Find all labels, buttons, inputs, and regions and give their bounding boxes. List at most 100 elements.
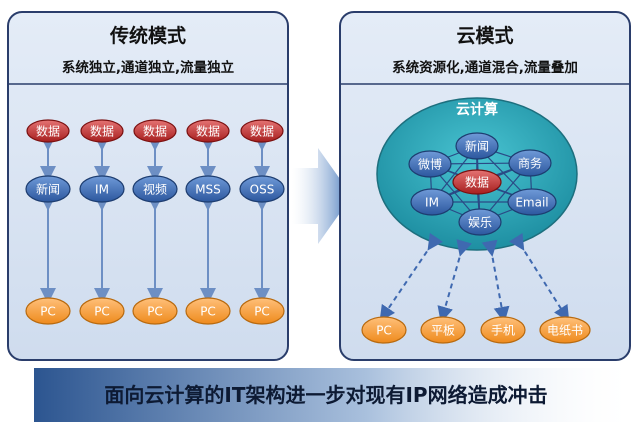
data-node-shape [240, 119, 284, 143]
cloud-terminal-node-label: 平板 [431, 323, 455, 337]
terminal-node-label: PC [254, 304, 270, 318]
cloud-terminal-node-label: 手机 [491, 323, 515, 337]
cloud-data-node-label: 数据 [465, 174, 489, 189]
cloud-service-node-shape [410, 188, 454, 216]
traditional-title: 传统模式 [109, 24, 186, 47]
service-node: 视频 [132, 175, 178, 203]
service-node-shape [185, 175, 231, 203]
data-node: 数据 [240, 119, 284, 143]
cloud-terminals: PC 平板 手机 电纸书 [361, 316, 591, 344]
cloud-service-node-shape [458, 208, 502, 236]
cloud-service-node: 商务 [508, 149, 552, 177]
cloud-data-node: 数据 [452, 169, 502, 195]
banner-text: 面向云计算的IT架构进一步对现有IP网络造成冲击 [104, 383, 547, 407]
cloud-terminal-node-shape [480, 316, 526, 344]
service-node-shape [239, 175, 285, 203]
service-node-shape [79, 175, 125, 203]
traditional-column: 数据 IM PC [79, 119, 125, 325]
terminal-node-shape [79, 297, 125, 325]
terminal-node: PC [79, 297, 125, 325]
data-node-shape [186, 119, 230, 143]
data-node-label: 数据 [90, 123, 114, 138]
cloud-title: 云模式 [456, 24, 513, 47]
cloud-data-node-shape [452, 169, 502, 195]
cloud-service-node-label: 商务 [518, 155, 542, 170]
terminal-node: PC [25, 297, 71, 325]
terminal-node-label: PC [94, 304, 110, 318]
data-node-shape [26, 119, 70, 143]
terminal-node-label: PC [40, 304, 56, 318]
cloud-service-node: 微博 [408, 150, 452, 178]
data-node-label: 数据 [36, 123, 60, 138]
data-node-label: 数据 [143, 123, 167, 138]
data-node: 数据 [186, 119, 230, 143]
service-node-shape [25, 175, 71, 203]
service-node: 新闻 [25, 175, 71, 203]
data-node-shape [80, 119, 124, 143]
traditional-panel: 传统模式 系统独立,通道独立,流量独立 数据新闻PC数据IMPC数据视频PC数据… [7, 11, 289, 361]
service-node-label: IM [95, 182, 109, 196]
cloud-terminal-link [437, 239, 472, 323]
cloud-terminal-links [379, 232, 570, 323]
cloud-terminal-link [481, 239, 510, 323]
cloud-service-node-label: IM [425, 195, 439, 209]
terminal-node-label: PC [147, 304, 163, 318]
service-node-shape [132, 175, 178, 203]
cloud-service-node: 娱乐 [458, 208, 502, 236]
terminal-node: PC [239, 297, 285, 325]
terminal-node: PC [185, 297, 231, 325]
cloud-service-node-label: 娱乐 [468, 215, 492, 229]
data-node-shape [133, 119, 177, 143]
cloud-service-node-shape [455, 132, 499, 160]
cloud-service-node-shape [408, 150, 452, 178]
data-node: 数据 [26, 119, 70, 143]
service-node-label: OSS [250, 182, 275, 196]
data-node-label: 数据 [250, 123, 274, 138]
cloud-terminal-node-shape [539, 316, 591, 344]
terminal-node-shape [239, 297, 285, 325]
cloud-computing-label: 云计算 [456, 101, 498, 118]
traditional-column: 数据 OSS PC [239, 119, 285, 325]
bottom-banner: 面向云计算的IT架构进一步对现有IP网络造成冲击 [34, 368, 638, 422]
service-node: OSS [239, 175, 285, 203]
terminal-node-shape [25, 297, 71, 325]
terminal-node-label: PC [200, 304, 216, 318]
service-node-label: MSS [195, 182, 221, 196]
cloud-service-node: Email [507, 188, 557, 216]
cloud-service-node-shape [508, 149, 552, 177]
cloud-terminal-node: 电纸书 [539, 316, 591, 344]
service-node: IM [79, 175, 125, 203]
cloud-terminal-node: PC [361, 316, 407, 344]
cloud-terminal-node-label: PC [376, 323, 392, 337]
traditional-column: 数据 MSS PC [185, 119, 231, 325]
terminal-node-shape [185, 297, 231, 325]
cloud-service-node-label: 新闻 [465, 138, 489, 153]
data-node: 数据 [80, 119, 124, 143]
cloud-service-node: 新闻 [455, 132, 499, 160]
cloud-terminal-node-label: 电纸书 [547, 323, 583, 337]
terminal-node-shape [132, 297, 178, 325]
cloud-terminal-node-shape [420, 316, 466, 344]
cloud-terminal-node: 手机 [480, 316, 526, 344]
cloud-subtitle: 系统资源化,通道混合,流量叠加 [392, 59, 578, 76]
terminal-node: PC [132, 297, 178, 325]
data-node-label: 数据 [196, 123, 220, 138]
cloud-terminal-node-shape [361, 316, 407, 344]
cloud-service-node-label: 微博 [418, 156, 442, 171]
transition-arrow [292, 148, 352, 244]
service-node-label: 新闻 [36, 181, 60, 196]
cloud-service-node: IM [410, 188, 454, 216]
data-node: 数据 [133, 119, 177, 143]
cloud-service-node-label: Email [515, 195, 548, 209]
cloud-terminal-node: 平板 [420, 316, 466, 344]
service-node: MSS [185, 175, 231, 203]
service-node-label: 视频 [143, 181, 167, 196]
traditional-subtitle: 系统独立,通道独立,流量独立 [62, 59, 235, 76]
cloud-service-node-shape [507, 188, 557, 216]
